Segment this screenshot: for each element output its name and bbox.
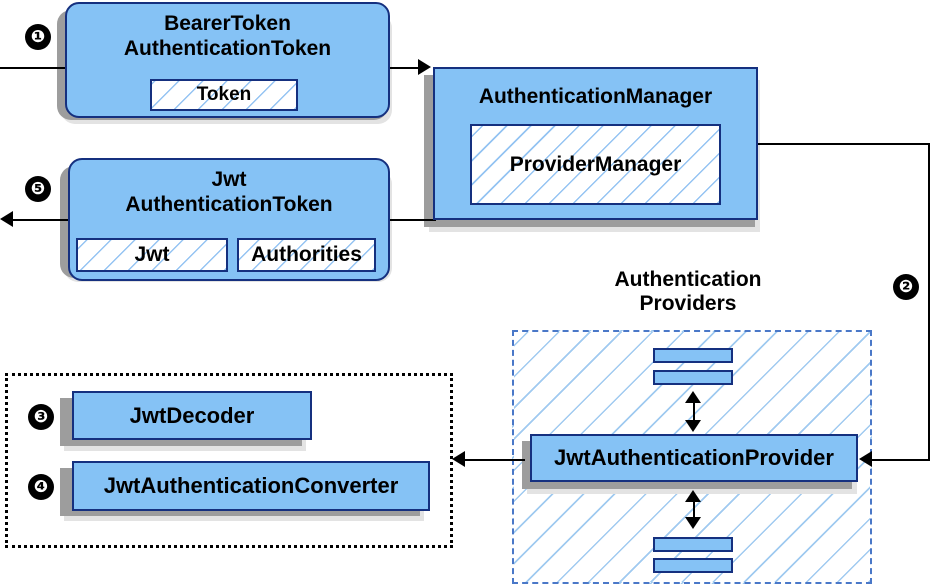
authentication-providers-caption-line1: Authentication xyxy=(614,268,762,291)
jwt-authentication-provider-label: JwtAuthenticationProvider xyxy=(554,445,834,470)
provider-double-arrow-bottom-shaft xyxy=(693,497,695,519)
bearer-token-title-line2: AuthenticationToken xyxy=(123,37,332,60)
provider-double-arrow-bottom-head-up xyxy=(685,490,701,502)
jwt-decoder-node[interactable]: JwtDecoder xyxy=(72,391,312,440)
bearer-token-field-token-label: Token xyxy=(196,84,252,105)
connector-result-out xyxy=(13,219,71,221)
jwt-authentication-converter-label: JwtAuthenticationConverter xyxy=(103,473,399,498)
connector-request-in xyxy=(0,67,70,69)
jwt-token-title-line1: Jwt xyxy=(211,168,247,191)
provider-double-arrow-top-head-up xyxy=(685,391,701,403)
authentication-manager-title: AuthenticationManager xyxy=(478,85,713,108)
provider-double-arrow-top-head-down xyxy=(685,420,701,432)
connector-bearer-to-manager xyxy=(388,67,420,69)
provider-double-arrow-top-shaft xyxy=(693,398,695,422)
arrowhead-into-provider xyxy=(859,451,872,467)
bearer-token-title-line1: BearerToken xyxy=(164,12,291,35)
arrowhead-bearer-to-manager xyxy=(418,59,431,75)
connector-provider-to-group xyxy=(465,459,525,461)
provider-stub-bar-bottom-1 xyxy=(653,537,733,552)
connector-manager-out-top xyxy=(757,143,929,145)
provider-stub-bar-bottom-2 xyxy=(653,558,733,573)
step-badge-5: ❺ xyxy=(25,176,51,202)
step-badge-4: ❹ xyxy=(28,474,54,500)
provider-stub-bar-top-1 xyxy=(653,348,733,363)
connector-into-provider xyxy=(872,459,930,461)
bearer-token-field-token: Token xyxy=(150,79,298,111)
provider-double-arrow-bottom-head-down xyxy=(685,517,701,529)
provider-manager-label: ProviderManager xyxy=(509,152,682,176)
step-badge-3: ❸ xyxy=(28,404,54,430)
step-badge-1: ❶ xyxy=(25,24,51,50)
provider-manager-inner-box: ProviderManager xyxy=(470,124,721,205)
arrowhead-provider-to-group xyxy=(452,451,465,467)
authentication-providers-caption-line2: Providers xyxy=(639,291,737,315)
jwt-authentication-converter-node[interactable]: JwtAuthenticationConverter xyxy=(72,461,430,511)
jwt-token-field-authorities-label: Authorities xyxy=(251,243,362,266)
jwt-token-field-jwt-label: Jwt xyxy=(134,243,170,266)
authentication-providers-caption: Authentication Providers xyxy=(568,268,808,315)
connector-manager-to-jwt-token xyxy=(388,219,436,221)
jwt-decoder-label: JwtDecoder xyxy=(129,402,255,428)
jwt-token-field-jwt: Jwt xyxy=(76,238,228,272)
jwt-support-group-box xyxy=(5,373,453,548)
provider-stub-bar-top-2 xyxy=(653,370,733,385)
jwt-token-field-authorities: Authorities xyxy=(237,238,376,272)
jwt-token-title-line2: AuthenticationToken xyxy=(125,193,333,216)
connector-manager-out-vertical xyxy=(928,143,930,460)
jwt-authentication-provider-node[interactable]: JwtAuthenticationProvider xyxy=(530,434,858,482)
arrowhead-result-out xyxy=(0,211,13,227)
step-badge-2: ❷ xyxy=(893,274,919,300)
